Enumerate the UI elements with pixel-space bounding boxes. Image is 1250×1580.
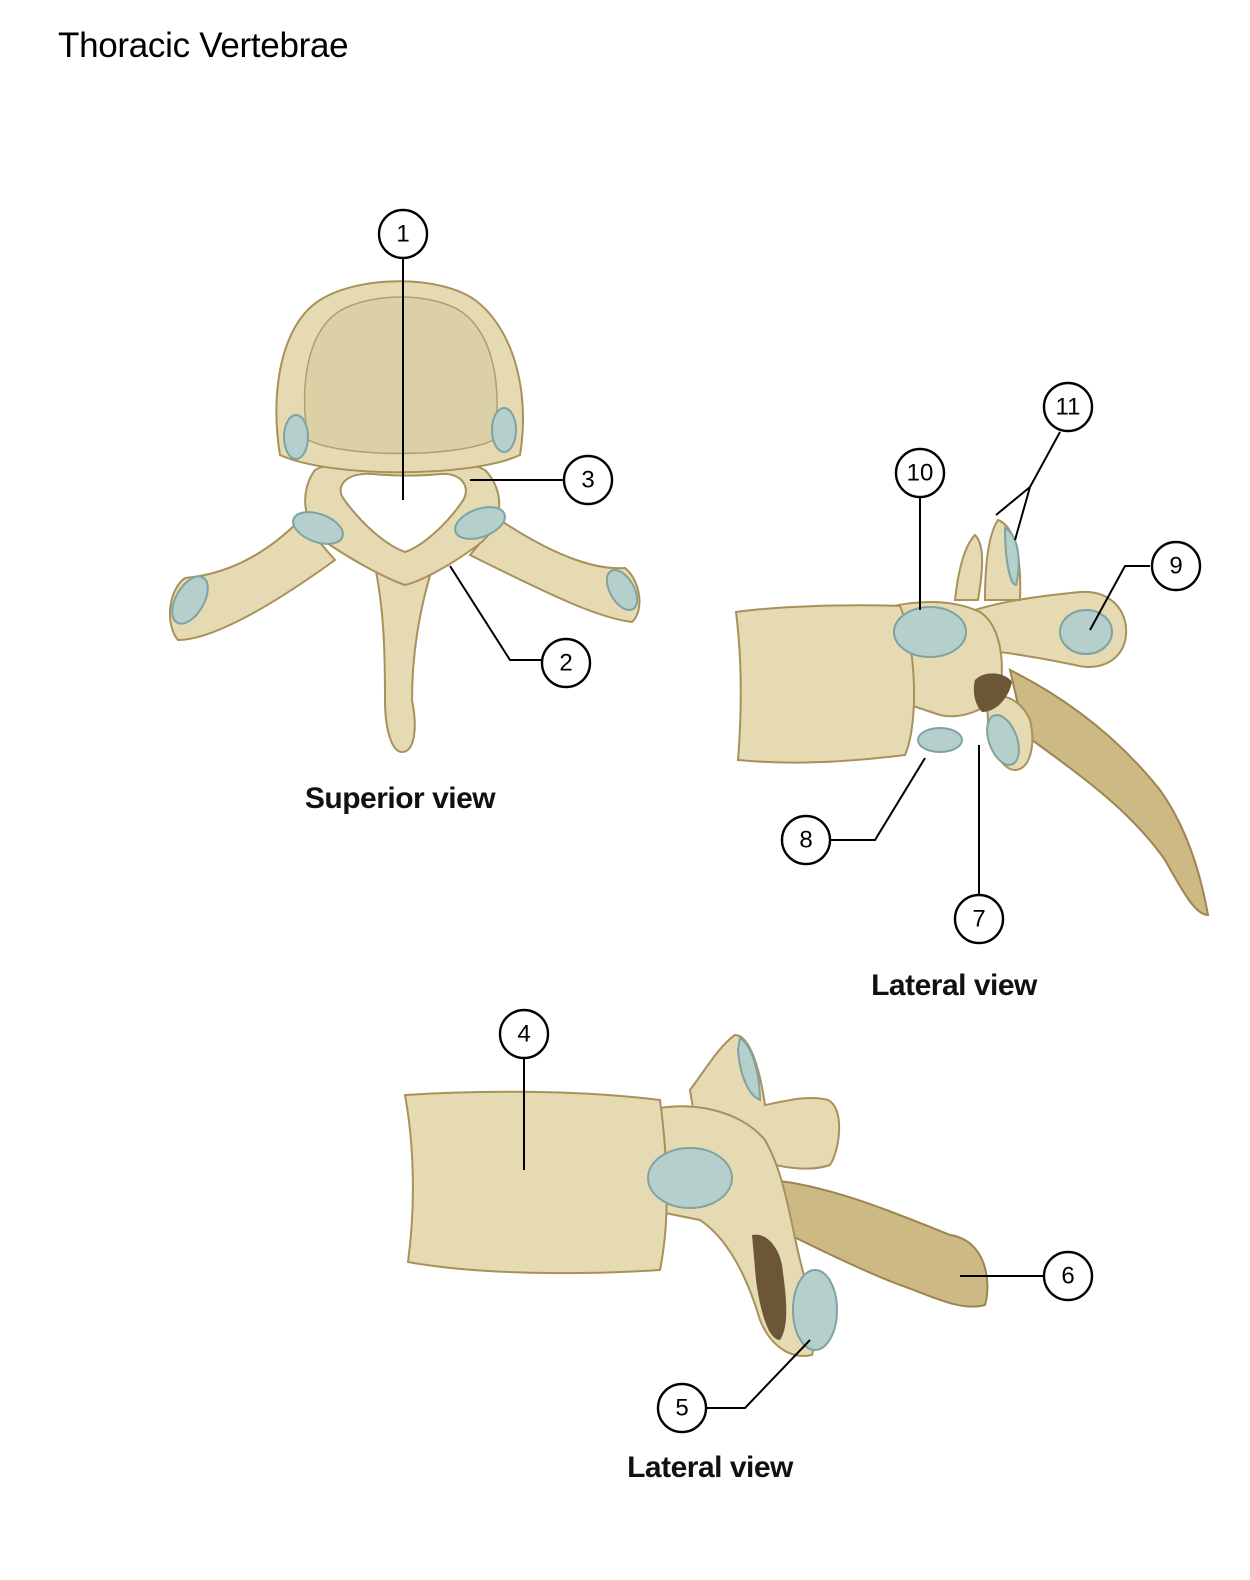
page-title: Thoracic Vertebrae xyxy=(58,26,349,65)
callout-8: 8 xyxy=(780,814,832,866)
callout-9: 9 xyxy=(1150,540,1202,592)
caption-lateral-view-upper: Lateral view xyxy=(871,969,1038,1002)
callout-11: 11 xyxy=(1042,381,1094,433)
callout-7-label: 7 xyxy=(972,906,985,933)
callout-5-label: 5 xyxy=(675,1395,688,1422)
callout-8-label: 8 xyxy=(799,827,812,854)
callout-6-label: 6 xyxy=(1061,1263,1074,1290)
callout-1-label: 1 xyxy=(396,221,409,248)
callout-5: 5 xyxy=(656,1382,708,1434)
leader-2 xyxy=(449,565,542,661)
callout-2-label: 2 xyxy=(559,650,572,677)
callout-4: 4 xyxy=(498,1008,550,1060)
callout-7: 7 xyxy=(953,893,1005,945)
leader-5 xyxy=(706,1339,811,1409)
callout-10: 10 xyxy=(894,447,946,499)
lateral-view-lower-illustration xyxy=(403,1033,989,1357)
callout-11-label: 11 xyxy=(1056,394,1081,421)
callout-1: 1 xyxy=(377,208,429,260)
caption-lateral-view-lower: Lateral view xyxy=(627,1451,794,1484)
callout-9-label: 9 xyxy=(1169,553,1182,580)
callout-6: 6 xyxy=(1042,1250,1094,1302)
caption-superior-view: Superior view xyxy=(305,782,496,815)
callout-3: 3 xyxy=(562,454,614,506)
leader-11 xyxy=(995,431,1061,541)
callout-3-label: 3 xyxy=(581,467,594,494)
lateral-view-upper-illustration xyxy=(734,518,1210,917)
callout-2: 2 xyxy=(540,637,592,689)
leader-9 xyxy=(1089,565,1150,631)
leader-lines xyxy=(402,258,1150,1409)
callout-10-label: 10 xyxy=(907,460,934,487)
leader-8 xyxy=(830,757,926,841)
superior-view-illustration xyxy=(168,280,641,754)
callout-4-label: 4 xyxy=(517,1021,530,1048)
